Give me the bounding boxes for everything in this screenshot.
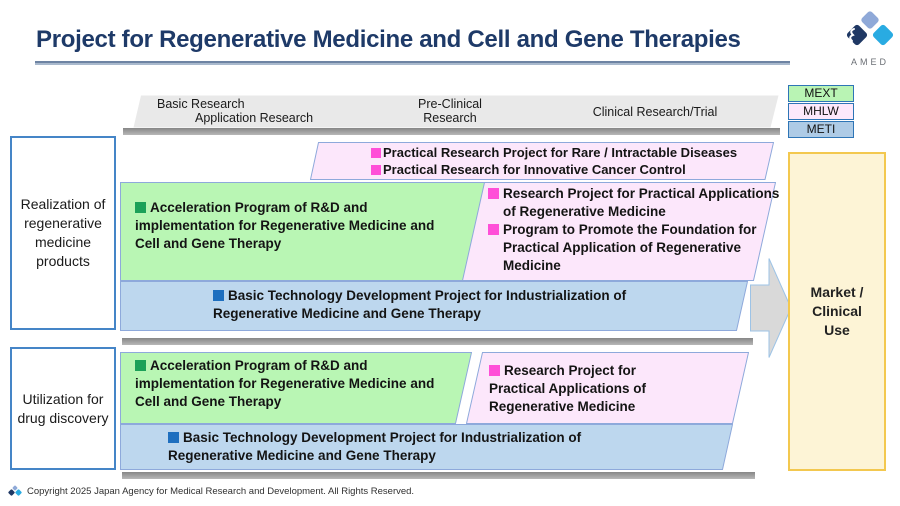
meti-bullet-icon: [168, 432, 179, 443]
project-label: Practical Research Project for Rare / In…: [383, 145, 738, 160]
project-label: Research Project for Practical Applicati…: [503, 186, 780, 219]
group2-label: Utilization for drug discovery: [17, 390, 109, 426]
project-label: Basic Technology Development Project for…: [168, 430, 582, 463]
group1-mhlw-item1: Research Project for Practical Applicati…: [488, 185, 791, 221]
group2-meti-item: Basic Technology Development Project for…: [168, 429, 656, 465]
amed-logo-icon: [846, 11, 894, 46]
group2-mext-item: Acceleration Program of R&D and implemen…: [135, 357, 451, 411]
amed-logo-text: AMED: [850, 57, 889, 67]
mhlw-bullet-icon: [371, 165, 381, 175]
phase-basic-research-line2: Application Research: [195, 111, 314, 125]
project-label: Acceleration Program of R&D and implemen…: [135, 358, 435, 409]
phase-divider-bar: [123, 128, 780, 135]
mhlw-bullet-icon: [488, 188, 499, 199]
project-label: Research Project for Practical Applicati…: [489, 363, 647, 414]
mext-bullet-icon: [135, 202, 146, 213]
amed-logo: AMED: [843, 6, 897, 67]
project-label: Basic Technology Development Project for…: [213, 288, 627, 321]
mhlw-bullet-icon: [371, 148, 381, 158]
title-underline: [35, 61, 790, 65]
group1-strip-item2: Practical Research for Innovative Cancer…: [371, 161, 686, 178]
page-title: Project for Regenerative Medicine and Ce…: [36, 26, 741, 53]
legend: MEXT MHLW METI: [788, 85, 854, 139]
group2-label-box: Utilization for drug discovery: [10, 347, 116, 470]
mhlw-bullet-icon: [489, 365, 500, 376]
legend-mhlw: MHLW: [788, 103, 854, 120]
footer: Copyright 2025 Japan Agency for Medical …: [8, 485, 414, 498]
group1-mhlw-item2: Program to Promote the Foundation for Pr…: [488, 221, 791, 275]
phase-clinical-label: Clinical Research/Trial: [592, 105, 718, 119]
group1-mext-item: Acceleration Program of R&D and implemen…: [135, 199, 451, 253]
group1-label-box: Realization of regenerative medicine pro…: [10, 136, 116, 330]
meti-bullet-icon: [213, 290, 224, 301]
mhlw-bullet-icon: [488, 224, 499, 235]
group1-divider-bar: [122, 338, 753, 345]
group1-label: Realization of regenerative medicine pro…: [20, 196, 106, 269]
group2-mhlw-item: Research Project for Practical Applicati…: [489, 362, 681, 416]
phase-basic-research-line1: Basic Research: [157, 97, 245, 111]
phase-preclinical-line2: Research: [423, 111, 477, 125]
legend-meti: METI: [788, 121, 854, 138]
group1-strip-item1: Practical Research Project for Rare / In…: [371, 144, 737, 161]
phase-preclinical-line1: Pre-Clinical: [418, 97, 482, 111]
amed-footer-logo-icon: [8, 485, 22, 496]
copyright-text: Copyright 2025 Japan Agency for Medical …: [27, 486, 415, 497]
project-label: Practical Research for Innovative Cancer…: [383, 162, 686, 177]
project-label: Acceleration Program of R&D and implemen…: [135, 200, 435, 251]
market-label: Market / Clinical Use: [810, 284, 864, 338]
group1-meti-item: Basic Technology Development Project for…: [213, 287, 691, 323]
mext-bullet-icon: [135, 360, 146, 371]
legend-mext: MEXT: [788, 85, 854, 102]
market-box: Market / Clinical Use: [788, 152, 886, 471]
project-label: Program to Promote the Foundation for Pr…: [503, 222, 757, 273]
group2-divider-bar: [122, 472, 755, 479]
